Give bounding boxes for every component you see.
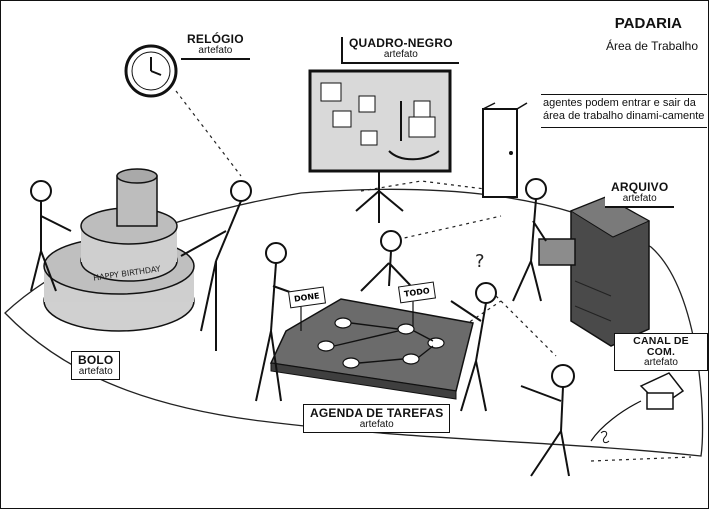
label-bolo-sub: artefato <box>78 367 113 377</box>
label-quadro-sub: artefato <box>349 50 453 60</box>
label-canal-title: CANAL DE COM. <box>619 336 703 357</box>
blackboard-icon <box>310 71 450 223</box>
label-canal: CANAL DE COM. artefato <box>614 333 708 371</box>
label-arquivo-title: ARQUIVO <box>611 181 668 193</box>
task-table-icon <box>271 299 473 399</box>
label-relogio-title: RELÓGIO <box>187 33 244 45</box>
page-subtitle: Área de Trabalho <box>606 39 698 53</box>
filing-cabinet-icon <box>539 197 649 346</box>
label-bolo: BOLO artefato <box>71 351 120 380</box>
question-mark: ? <box>475 251 485 272</box>
label-canal-sub: artefato <box>619 358 703 368</box>
label-quadro-title: QUADRO-NEGRO <box>349 37 453 49</box>
label-arquivo-sub: artefato <box>611 194 668 204</box>
label-agenda-sub: artefato <box>310 420 443 430</box>
label-quadro: QUADRO-NEGRO artefato <box>341 37 459 64</box>
page-title: PADARIA <box>615 15 682 32</box>
label-agenda-title: AGENDA DE TAREFAS <box>310 407 443 419</box>
door-icon <box>483 103 527 197</box>
telephone-icon <box>591 373 683 443</box>
label-relogio-sub: artefato <box>187 46 244 56</box>
agents-note: agentes podem entrar e sair da área de t… <box>541 94 707 128</box>
label-relogio: RELÓGIO artefato <box>181 33 250 60</box>
label-arquivo: ARQUIVO artefato <box>605 181 674 208</box>
cake-icon <box>44 169 194 331</box>
label-agenda: AGENDA DE TAREFAS artefato <box>303 404 450 433</box>
label-bolo-title: BOLO <box>78 354 113 366</box>
clock-icon <box>126 46 176 96</box>
